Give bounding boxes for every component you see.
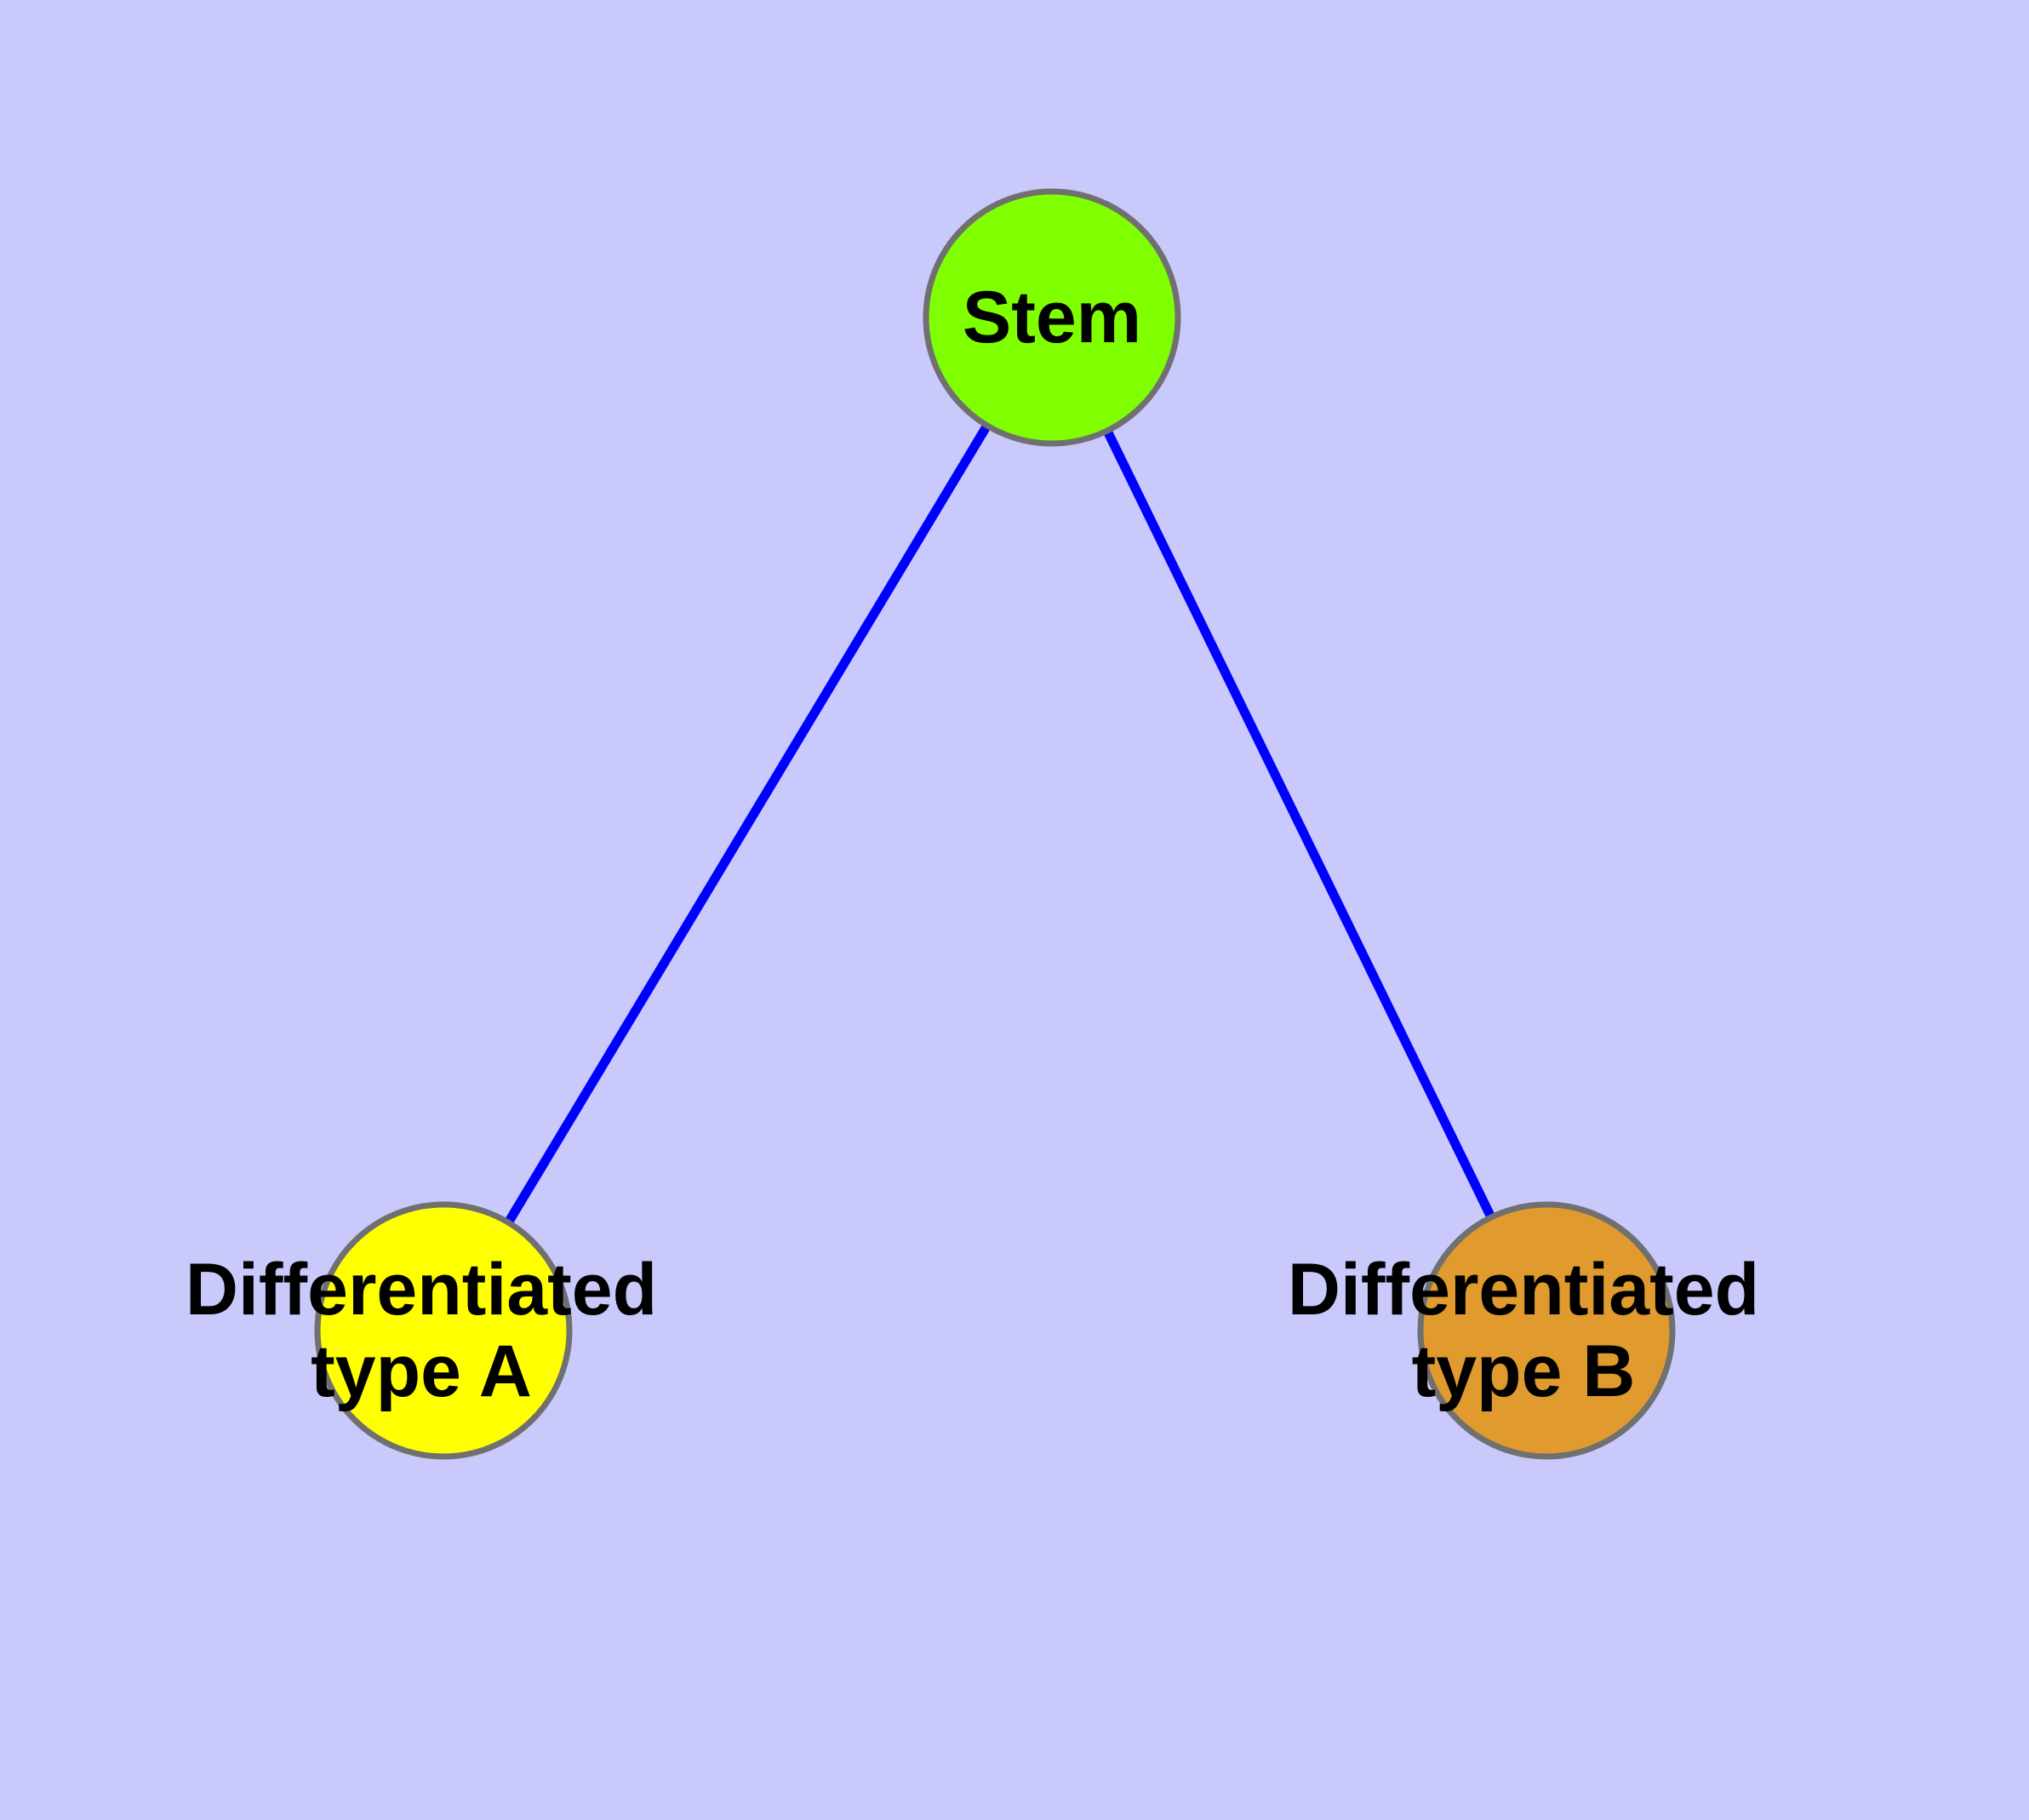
node-circle-diff_a[interactable]	[314, 1201, 573, 1460]
node-label-stem: Stem	[963, 277, 1141, 358]
node-label-line: type B	[1412, 1331, 1636, 1412]
edge-stem-diff-a[interactable]	[439, 315, 1056, 1333]
node-label-line: type A	[311, 1331, 532, 1412]
node-circle-stem[interactable]	[923, 188, 1181, 447]
nodes-group	[314, 188, 1676, 1460]
node-circle-diff_b[interactable]	[1417, 1201, 1676, 1460]
node-label-line: Differentiated	[186, 1249, 657, 1331]
node-label-line: Differentiated	[1288, 1249, 1759, 1331]
edges-group	[439, 315, 1551, 1333]
node-label-line: Stem	[963, 277, 1141, 358]
edge-stem-diff-b[interactable]	[1048, 315, 1551, 1333]
